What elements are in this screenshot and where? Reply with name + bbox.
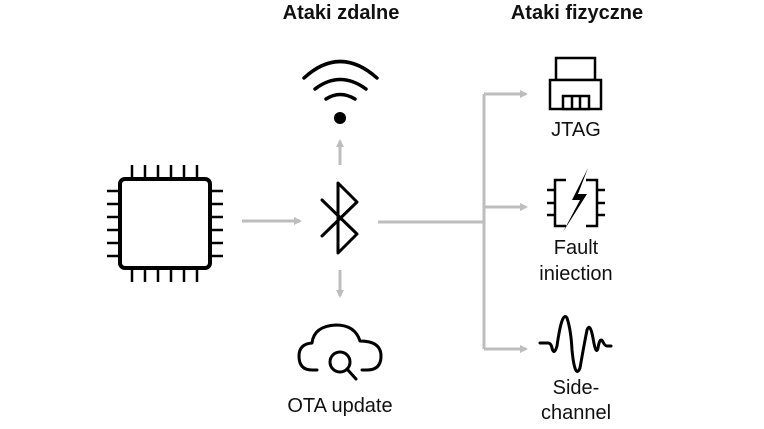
heading-remote-attacks: Ataki zdalne	[282, 2, 400, 24]
label-jtag: JTAG	[551, 119, 601, 141]
wifi-icon	[302, 59, 379, 124]
label-fault-line1: Fault	[553, 237, 599, 259]
label-sidechannel-line2: channel	[540, 402, 612, 424]
label-fault-line2: iniection	[539, 263, 613, 285]
bluetooth-icon	[320, 181, 359, 255]
cloud-search-icon	[297, 323, 383, 381]
heading-physical-attacks: Ataki fizyczne	[510, 2, 644, 24]
jtag-connector-icon	[548, 56, 603, 111]
label-ota-update: OTA update	[287, 395, 393, 417]
fault-injection-chip-icon	[547, 168, 605, 232]
label-sidechannel-line1: Side-	[552, 377, 600, 399]
waveform-icon	[538, 315, 613, 373]
microchip-icon	[107, 165, 223, 282]
